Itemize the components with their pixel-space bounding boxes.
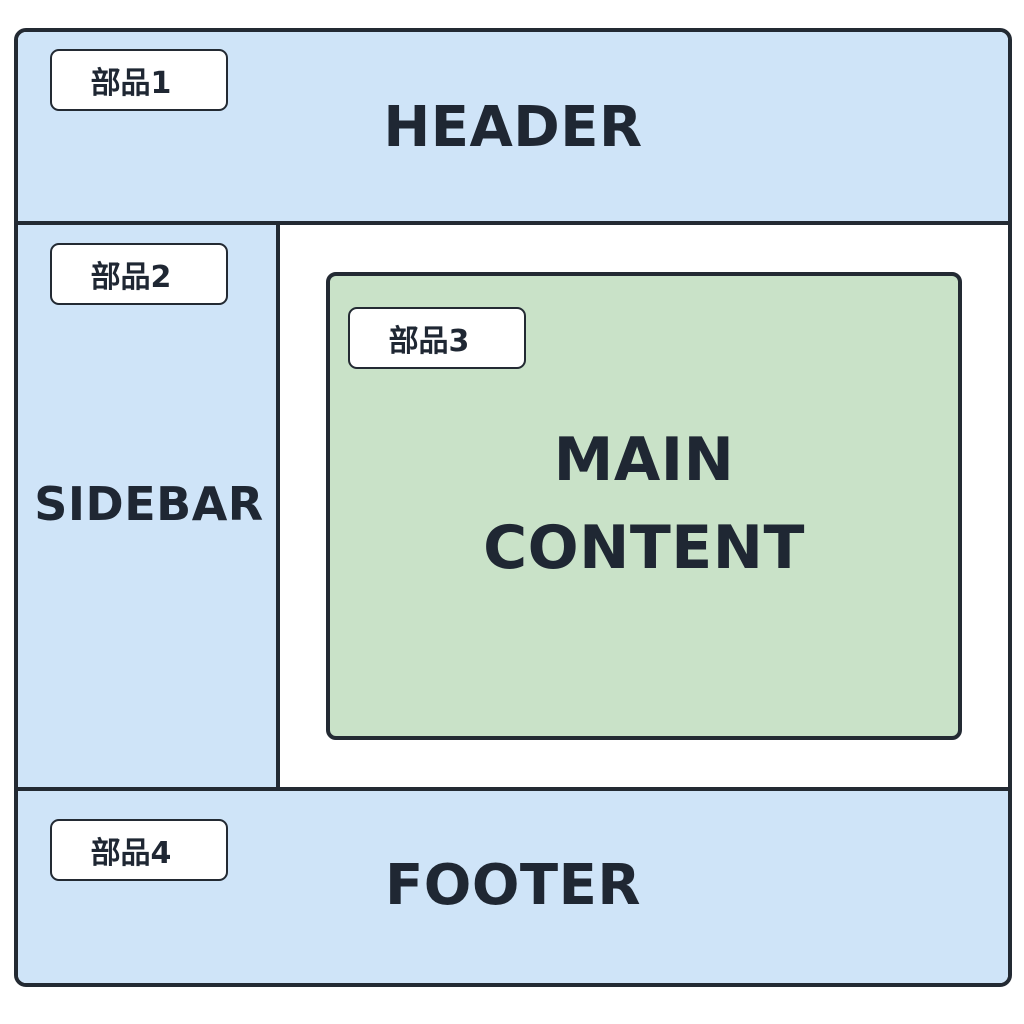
- main-label-line2: CONTENT: [483, 513, 805, 583]
- footer-label: FOOTER: [384, 853, 642, 918]
- header-label: HEADER: [383, 95, 643, 160]
- sidebar-label: SIDEBAR: [34, 477, 264, 531]
- header-part-tag: 部品1: [50, 49, 228, 111]
- layout-frame: 部品1 HEADER 部品2 SIDEBAR 部品3 MAIN CONTENT …: [14, 28, 1012, 987]
- main-content-label: MAIN CONTENT: [330, 416, 958, 592]
- sidebar-part-tag: 部品2: [50, 243, 228, 305]
- footer-region: 部品4 FOOTER: [18, 787, 1008, 983]
- sidebar-region: 部品2 SIDEBAR: [18, 225, 280, 787]
- main-part-tag: 部品3: [348, 307, 526, 369]
- header-region: 部品1 HEADER: [18, 32, 1008, 225]
- main-content-box: 部品3 MAIN CONTENT: [326, 272, 962, 740]
- footer-part-tag: 部品4: [50, 819, 228, 881]
- main-label-line1: MAIN: [553, 425, 735, 495]
